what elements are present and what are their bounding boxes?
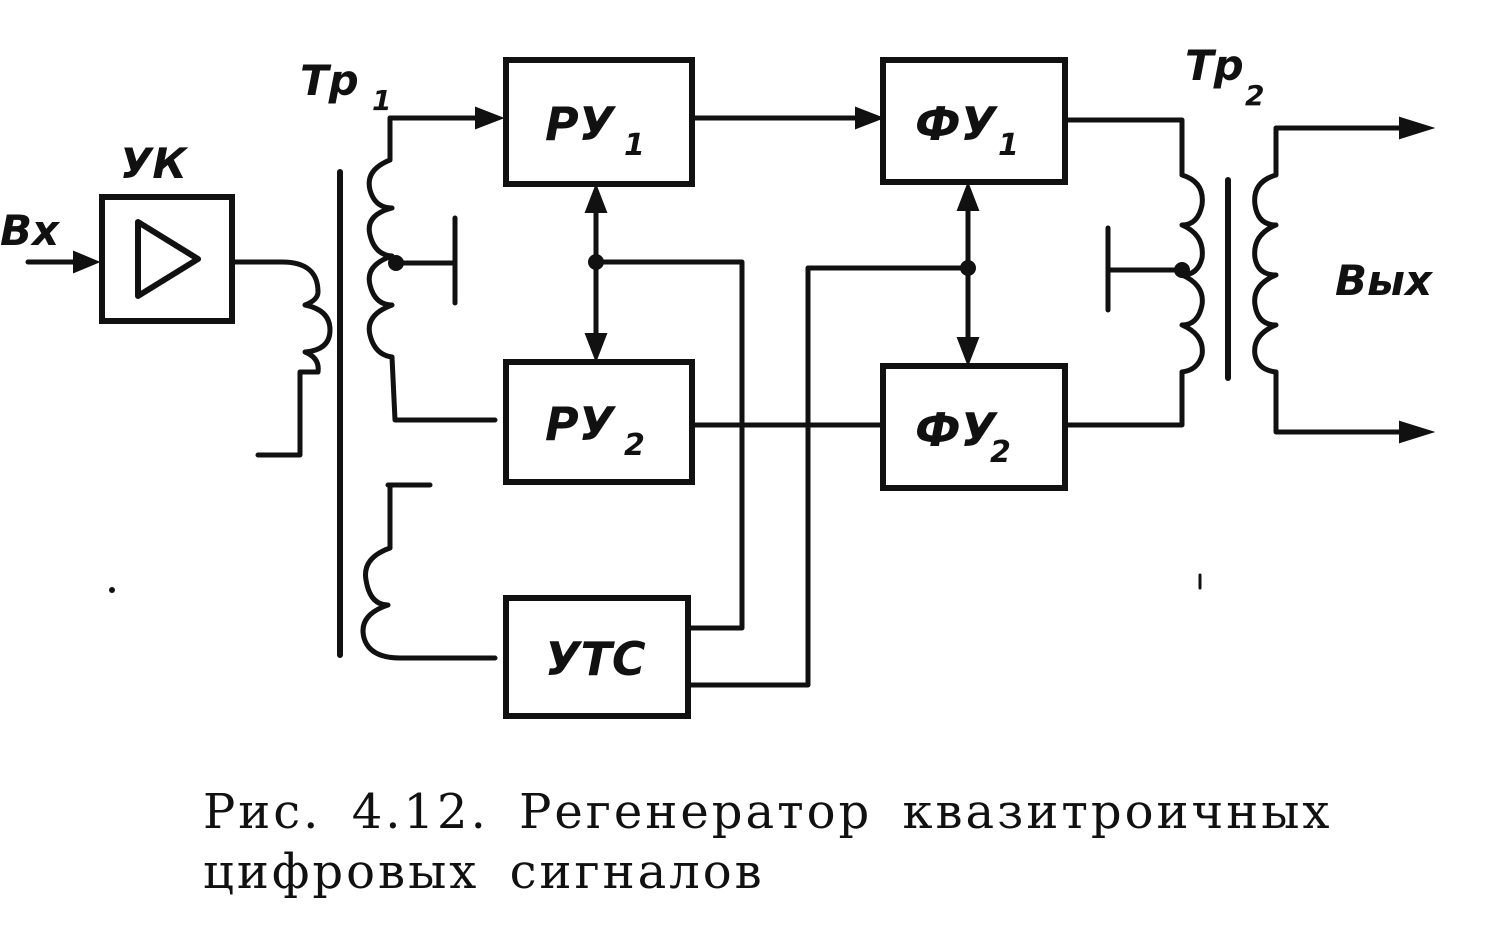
- ru2-label-sub: 2: [624, 428, 645, 463]
- clock-bus-ru: [584, 183, 745, 631]
- clock-bus-fu: [685, 181, 980, 688]
- tr1-to-ru1: [387, 106, 505, 130]
- tr2-label: Тр: [1185, 41, 1244, 90]
- amplifier-label: УК: [120, 139, 189, 188]
- speck: [109, 587, 115, 593]
- ru1-block: [503, 57, 695, 187]
- ru1-label-sub: 1: [624, 128, 645, 163]
- ru2-label: РУ: [545, 397, 617, 451]
- output-arrows: [1399, 116, 1436, 444]
- amplifier-triangle-icon: [135, 219, 201, 299]
- amplifier-block: [99, 194, 235, 324]
- tr1-label: Тр: [300, 56, 359, 105]
- tr2-secondary-winding: [1252, 125, 1403, 435]
- tr2-center-tap-ground: [1105, 225, 1190, 313]
- input-line: [25, 250, 101, 274]
- tr1-center-tap-ground: [388, 215, 458, 306]
- figure-caption: Рис. 4.12. Регенератор квазитроичных циф…: [203, 782, 1483, 902]
- tr1-secondary-winding: [366, 115, 498, 423]
- ru2-block: [503, 359, 695, 485]
- input-label: Вх: [0, 206, 61, 255]
- amp-to-tr1-primary: [229, 259, 333, 458]
- caption-line-1: Рис. 4.12. Регенератор квазитроичных: [203, 784, 1333, 840]
- uts-label: УТС: [545, 632, 646, 686]
- fu2-label: ФУ: [915, 403, 999, 457]
- ru1-to-fu1: [689, 106, 885, 130]
- uts-block: [503, 595, 691, 719]
- tr1-third-winding: [360, 482, 498, 661]
- tr1-label-sub: 1: [372, 84, 391, 117]
- tr2-label-sub: 2: [1245, 79, 1264, 112]
- fu2-label-sub: 2: [990, 435, 1011, 470]
- output-label: Вых: [1335, 256, 1434, 305]
- fu1-label: ФУ: [915, 97, 999, 151]
- fu1-label-sub: 1: [998, 128, 1019, 163]
- ru1-label: РУ: [545, 97, 617, 151]
- caption-line-2: цифровых сигналов: [203, 844, 765, 900]
